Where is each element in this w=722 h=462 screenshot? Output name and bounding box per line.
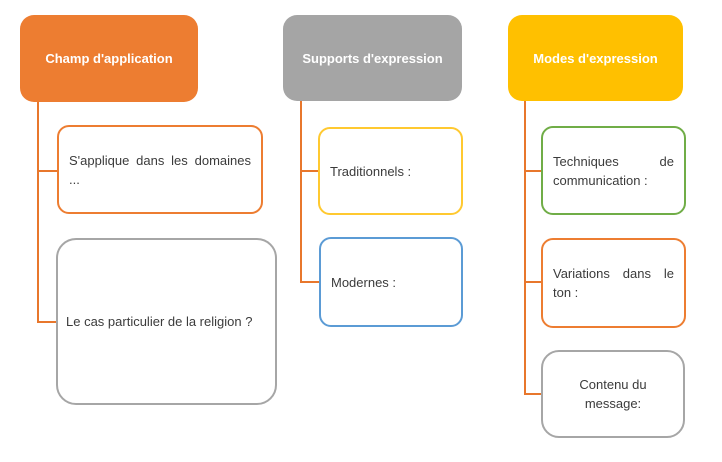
header-label: Modes d'expression xyxy=(533,50,658,66)
connector-supports-branch-1 xyxy=(300,170,318,172)
connector-modes-branch-2 xyxy=(524,281,541,283)
connector-supports-vertical xyxy=(300,101,302,283)
connector-modes-vertical xyxy=(524,101,526,395)
node-modernes[interactable]: Modernes : xyxy=(319,237,463,327)
connector-champ-vertical xyxy=(37,101,39,323)
node-label: Le cas particulier de la religion ? xyxy=(66,314,253,329)
node-label: Modernes : xyxy=(331,274,397,290)
header-node-modes-expression[interactable]: Modes d'expression xyxy=(508,15,683,101)
node-traditionnels[interactable]: Traditionnels : xyxy=(318,127,463,215)
node-label: Contenu du message: xyxy=(579,377,647,411)
connector-supports-branch-2 xyxy=(300,281,319,283)
connector-modes-branch-1 xyxy=(524,170,541,172)
node-sapplique-domaines[interactable]: S'applique dans les domaines ... xyxy=(57,125,263,214)
node-techniques-communication[interactable]: Techniques de communication : xyxy=(541,126,686,215)
connector-modes-branch-3 xyxy=(524,393,541,395)
node-label: Traditionnels : xyxy=(330,163,412,179)
connector-champ-branch-2 xyxy=(37,321,56,323)
header-label: Supports d'expression xyxy=(302,50,443,66)
node-label: Techniques de communication : xyxy=(553,153,674,188)
node-contenu-message[interactable]: Contenu du message: xyxy=(541,350,685,438)
node-cas-particulier-religion[interactable]: Le cas particulier de la religion ? xyxy=(56,238,277,405)
header-label: Champ d'application xyxy=(45,51,173,66)
header-node-supports-expression[interactable]: Supports d'expression xyxy=(283,15,462,101)
node-label: Variations dans le ton : xyxy=(553,266,674,300)
node-label: S'applique dans les domaines ... xyxy=(69,152,251,187)
node-variations-ton[interactable]: Variations dans le ton : xyxy=(541,238,686,328)
connector-champ-branch-1 xyxy=(37,170,57,172)
header-node-champ-application[interactable]: Champ d'application xyxy=(20,15,198,102)
